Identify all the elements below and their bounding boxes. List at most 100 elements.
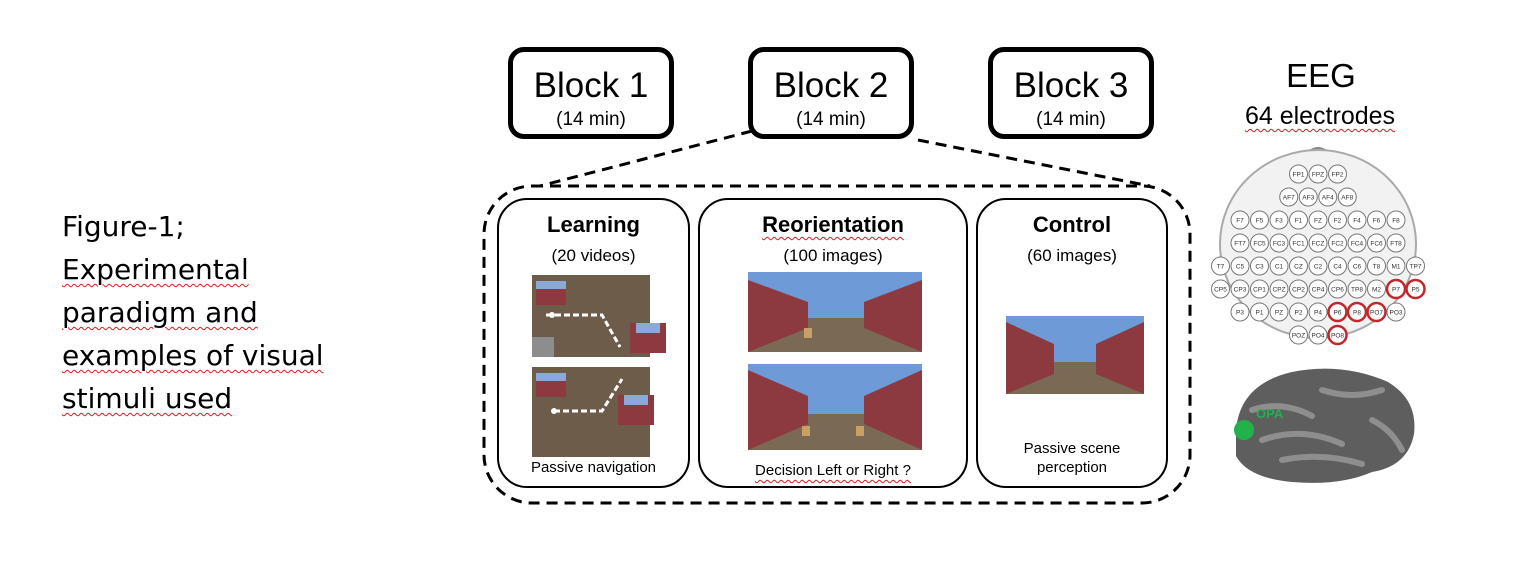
svg-text:F6: F6 <box>1373 218 1381 225</box>
electrode-f5: F5 <box>1250 210 1269 230</box>
electrode-cp5: CP5 <box>1211 279 1230 299</box>
control-scene-image <box>1006 316 1144 394</box>
caption-line-5: stimuli used <box>62 382 233 415</box>
reorientation-scene-images <box>748 272 922 450</box>
svg-text:T8: T8 <box>1373 264 1381 271</box>
electrode-fc3: FC3 <box>1269 233 1289 253</box>
electrode-fcz: FCZ <box>1308 233 1328 253</box>
svg-text:F4: F4 <box>1353 218 1361 225</box>
block-2-duration: (14 min) <box>796 109 866 130</box>
caption-line-1: Figure-1; <box>62 210 185 243</box>
block-2-detail-frame <box>482 184 1192 505</box>
block-1-box: Block 1 (14 min) <box>508 47 674 139</box>
electrode-ft7: FT7 <box>1230 233 1250 253</box>
svg-text:FT7: FT7 <box>1234 241 1246 248</box>
svg-text:FC4: FC4 <box>1351 241 1364 248</box>
svg-text:FC6: FC6 <box>1370 241 1383 248</box>
svg-text:C6: C6 <box>1353 264 1362 271</box>
electrode-fc1: FC1 <box>1289 233 1308 253</box>
svg-text:AF4: AF4 <box>1322 195 1334 202</box>
scene-image-1 <box>748 272 922 352</box>
svg-text:P3: P3 <box>1236 310 1244 317</box>
svg-text:FT8: FT8 <box>1390 241 1402 248</box>
svg-text:CP1: CP1 <box>1253 287 1266 294</box>
svg-text:P4: P4 <box>1314 310 1322 317</box>
svg-text:FC5: FC5 <box>1253 241 1266 248</box>
svg-text:POZ: POZ <box>1292 333 1305 340</box>
control-subtitle: (60 images) <box>1027 246 1117 265</box>
electrode-af4: AF4 <box>1318 187 1338 207</box>
electrode-po7: PO7 <box>1366 301 1387 323</box>
electrode-f8: F8 <box>1386 210 1406 230</box>
electrode-tp8: TP8 <box>1347 279 1367 299</box>
svg-text:C3: C3 <box>1255 264 1264 271</box>
block-3-box: Block 3 (14 min) <box>988 47 1154 139</box>
electrode-t8: T8 <box>1367 256 1386 276</box>
electrode-cz: CZ <box>1289 256 1308 276</box>
electrode-po3: PO3 <box>1386 302 1406 322</box>
electrode-fc2: FC2 <box>1328 233 1347 253</box>
svg-text:FCZ: FCZ <box>1312 241 1325 248</box>
svg-text:C5: C5 <box>1236 264 1245 271</box>
electrode-f4: F4 <box>1347 210 1367 230</box>
electrode-f7: F7 <box>1230 210 1250 230</box>
electrode-c6: C6 <box>1347 256 1367 276</box>
svg-text:C4: C4 <box>1333 264 1342 271</box>
svg-text:CZ: CZ <box>1294 264 1303 271</box>
electrode-p2: P2 <box>1289 302 1308 322</box>
electrode-m1: M1 <box>1386 256 1406 276</box>
svg-text:M1: M1 <box>1391 264 1400 271</box>
learning-subtitle: (20 videos) <box>551 246 636 265</box>
svg-text:PO3: PO3 <box>1389 310 1402 317</box>
electrode-cp3: CP3 <box>1230 279 1250 299</box>
electrode-ft8: FT8 <box>1386 233 1406 253</box>
electrode-tp7: TP7 <box>1406 256 1425 276</box>
electrode-pz: PZ <box>1269 302 1289 322</box>
svg-text:P2: P2 <box>1295 310 1303 317</box>
svg-text:PO7: PO7 <box>1370 310 1383 317</box>
control-title: Control <box>1032 212 1112 237</box>
learning-video-frames <box>532 275 666 457</box>
electrode-p8: P8 <box>1346 301 1368 323</box>
electrode-p3: P3 <box>1230 302 1250 322</box>
svg-text:AF3: AF3 <box>1302 195 1314 202</box>
electrode-p5: P5 <box>1405 278 1426 300</box>
block-3-duration: (14 min) <box>1036 109 1106 130</box>
block-1-title: Block 1 <box>533 66 649 105</box>
learning-map-frame-2 <box>532 367 654 457</box>
svg-text:C2: C2 <box>1314 264 1323 271</box>
svg-text:PZ: PZ <box>1275 310 1283 317</box>
learning-panel: Learning (20 videos) Passive navigation <box>497 198 690 488</box>
eeg-subtitle: 64 electrodes <box>1244 102 1396 130</box>
electrode-fp1: FP1 <box>1289 164 1308 184</box>
electrode-poz: POZ <box>1289 325 1308 345</box>
electrode-cpz: CPZ <box>1269 279 1289 299</box>
caption-line-2: Experimental <box>62 253 249 286</box>
electrode-t7: T7 <box>1211 256 1230 276</box>
svg-text:AF8: AF8 <box>1341 195 1353 202</box>
svg-text:F7: F7 <box>1236 218 1244 225</box>
svg-text:P5: P5 <box>1412 287 1420 294</box>
svg-text:FC1: FC1 <box>1292 241 1305 248</box>
svg-text:F1: F1 <box>1295 218 1303 225</box>
svg-text:F5: F5 <box>1256 218 1264 225</box>
electrode-cp6: CP6 <box>1328 279 1347 299</box>
control-panel: Control (60 images) Passive scene percep… <box>976 198 1168 488</box>
svg-text:FC2: FC2 <box>1331 241 1344 248</box>
electrode-cp2: CP2 <box>1289 279 1308 299</box>
svg-text:M2: M2 <box>1372 287 1381 294</box>
electrode-c5: C5 <box>1230 256 1250 276</box>
electrode-po8: PO8 <box>1327 324 1348 346</box>
electrode-fz: FZ <box>1308 210 1328 230</box>
electrode-cp1: CP1 <box>1250 279 1269 299</box>
svg-text:F3: F3 <box>1275 218 1283 225</box>
electrode-f6: F6 <box>1367 210 1386 230</box>
figure-caption: Figure-1; Experimental paradigm and exam… <box>62 205 324 420</box>
opa-label: OPA <box>1256 406 1284 421</box>
reorientation-subtitle: (100 images) <box>783 246 883 265</box>
reorientation-panel: Reorientation (100 images) Decision Left… <box>698 198 968 488</box>
electrode-fc6: FC6 <box>1367 233 1386 253</box>
electrode-cp4: CP4 <box>1308 279 1328 299</box>
